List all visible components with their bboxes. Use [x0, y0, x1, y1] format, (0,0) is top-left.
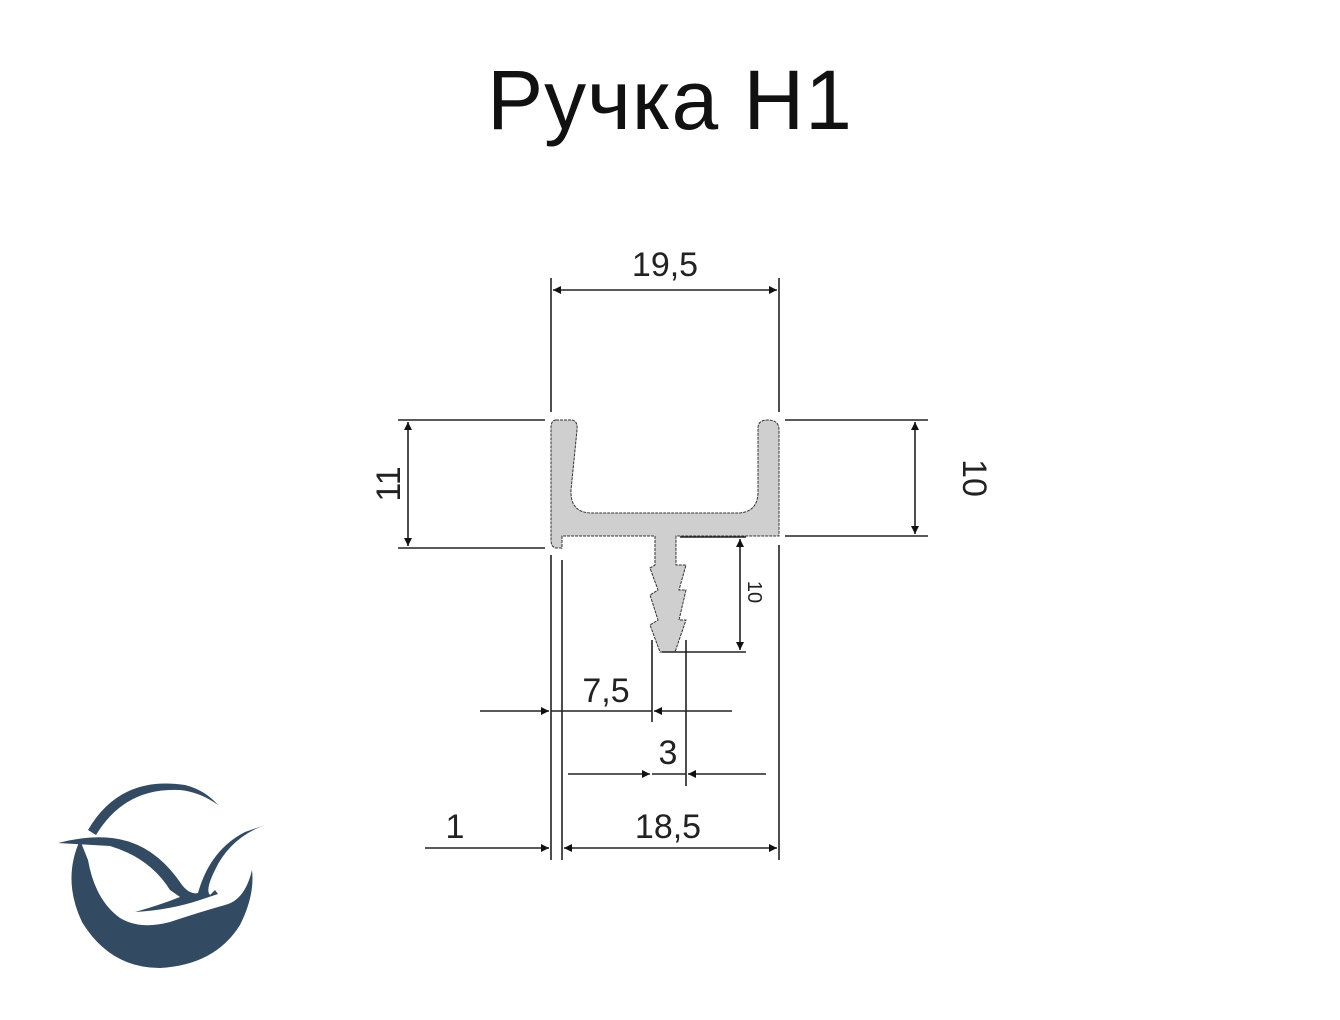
page-title: Ручка Н1 [487, 53, 853, 147]
bird-in-circle-logo [58, 783, 265, 968]
extension-lines [398, 278, 928, 860]
dim-right-height: 10 [955, 459, 993, 497]
dim-stem-offset: 7,5 [582, 672, 629, 710]
dim-lip: 1 [446, 808, 465, 846]
handle-profile [550, 419, 780, 653]
dim-stem-length: 10 [743, 581, 765, 603]
dim-left-height: 11 [370, 466, 408, 501]
dim-stem-width: 3 [659, 734, 678, 772]
dim-inner-width: 18,5 [635, 808, 701, 846]
dimension-lines [404, 286, 919, 852]
dim-overall-width: 19,5 [632, 246, 698, 284]
